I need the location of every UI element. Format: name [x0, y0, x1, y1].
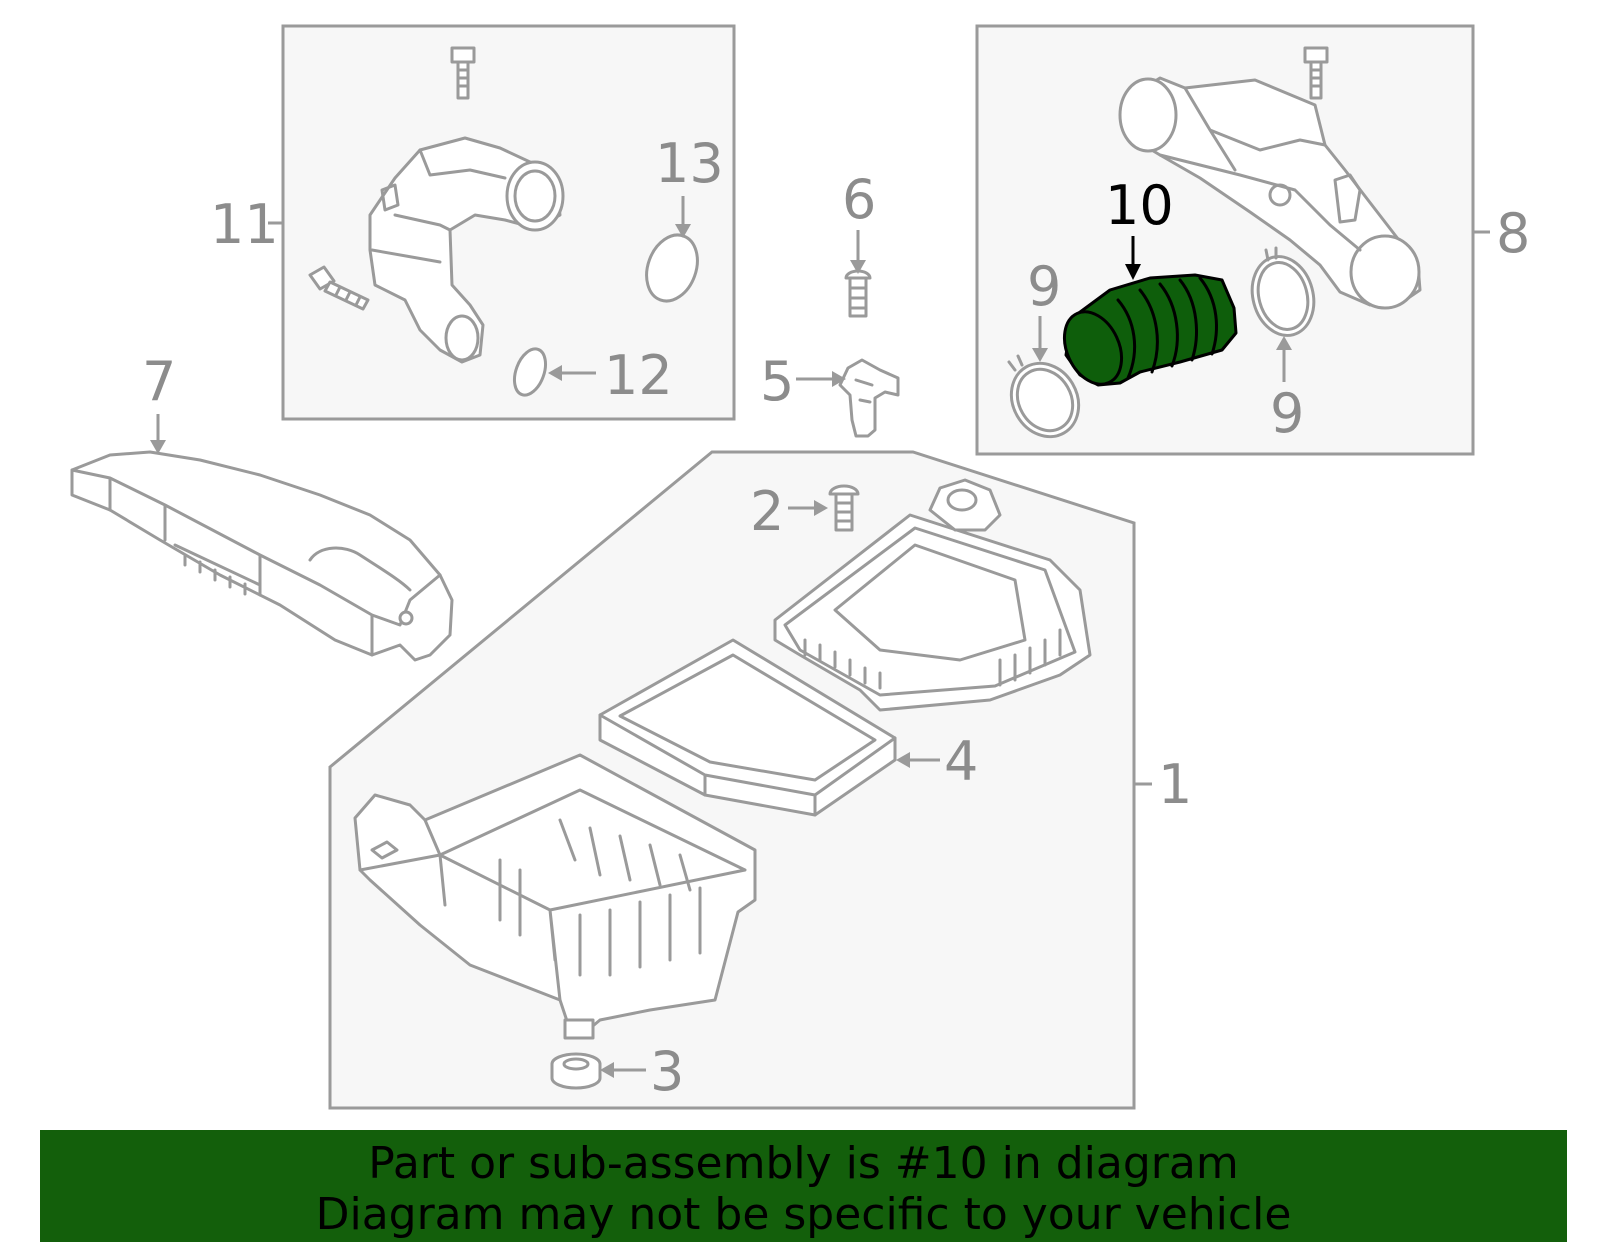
banner-line-2: Diagram may not be specific to your vehi… [315, 1189, 1292, 1240]
leader-lines [150, 196, 1490, 1078]
part-1-upper-cover[interactable] [773, 478, 1092, 712]
part-1-lower-case[interactable] [353, 753, 757, 1040]
bolt-left-11 [308, 265, 370, 311]
callout-11: 11 [210, 193, 279, 256]
callout-6: 6 [842, 168, 876, 231]
info-banner: Part or sub-assembly is #10 in diagram D… [40, 1130, 1567, 1242]
callout-9-right: 9 [1270, 382, 1304, 445]
bolt-top-11 [450, 46, 476, 100]
callout-2: 2 [750, 480, 784, 543]
bolt-top-8 [1303, 46, 1329, 100]
part-2-clip[interactable] [828, 484, 860, 532]
callout-13: 13 [655, 132, 724, 195]
callout-9-left: 9 [1027, 255, 1061, 318]
part-12-oring[interactable] [509, 345, 552, 400]
part-10-hose[interactable] [1053, 273, 1238, 393]
part-11-elbow[interactable] [308, 46, 565, 364]
callout-4: 4 [944, 730, 978, 793]
callout-8: 8 [1496, 202, 1530, 265]
panel-11 [281, 24, 736, 421]
callout-3: 3 [650, 1040, 684, 1103]
part-3-grommet[interactable] [550, 1052, 602, 1090]
part-7-duct[interactable] [70, 450, 454, 662]
part-8-meter-tube[interactable] [1118, 46, 1422, 310]
part-4-filter[interactable] [598, 638, 897, 817]
part-5-sensor[interactable] [838, 358, 900, 438]
part-9-clamp-right[interactable] [1244, 246, 1323, 342]
part-6-bolt[interactable] [844, 269, 872, 318]
callout-12: 12 [604, 344, 673, 407]
part-9-clamp-left[interactable] [998, 351, 1091, 449]
callout-7: 7 [142, 350, 176, 413]
callout-5: 5 [760, 350, 794, 413]
banner-line-1: Part or sub-assembly is #10 in diagram [368, 1138, 1239, 1189]
callout-1: 1 [1158, 753, 1192, 816]
callout-10: 10 [1105, 174, 1174, 237]
